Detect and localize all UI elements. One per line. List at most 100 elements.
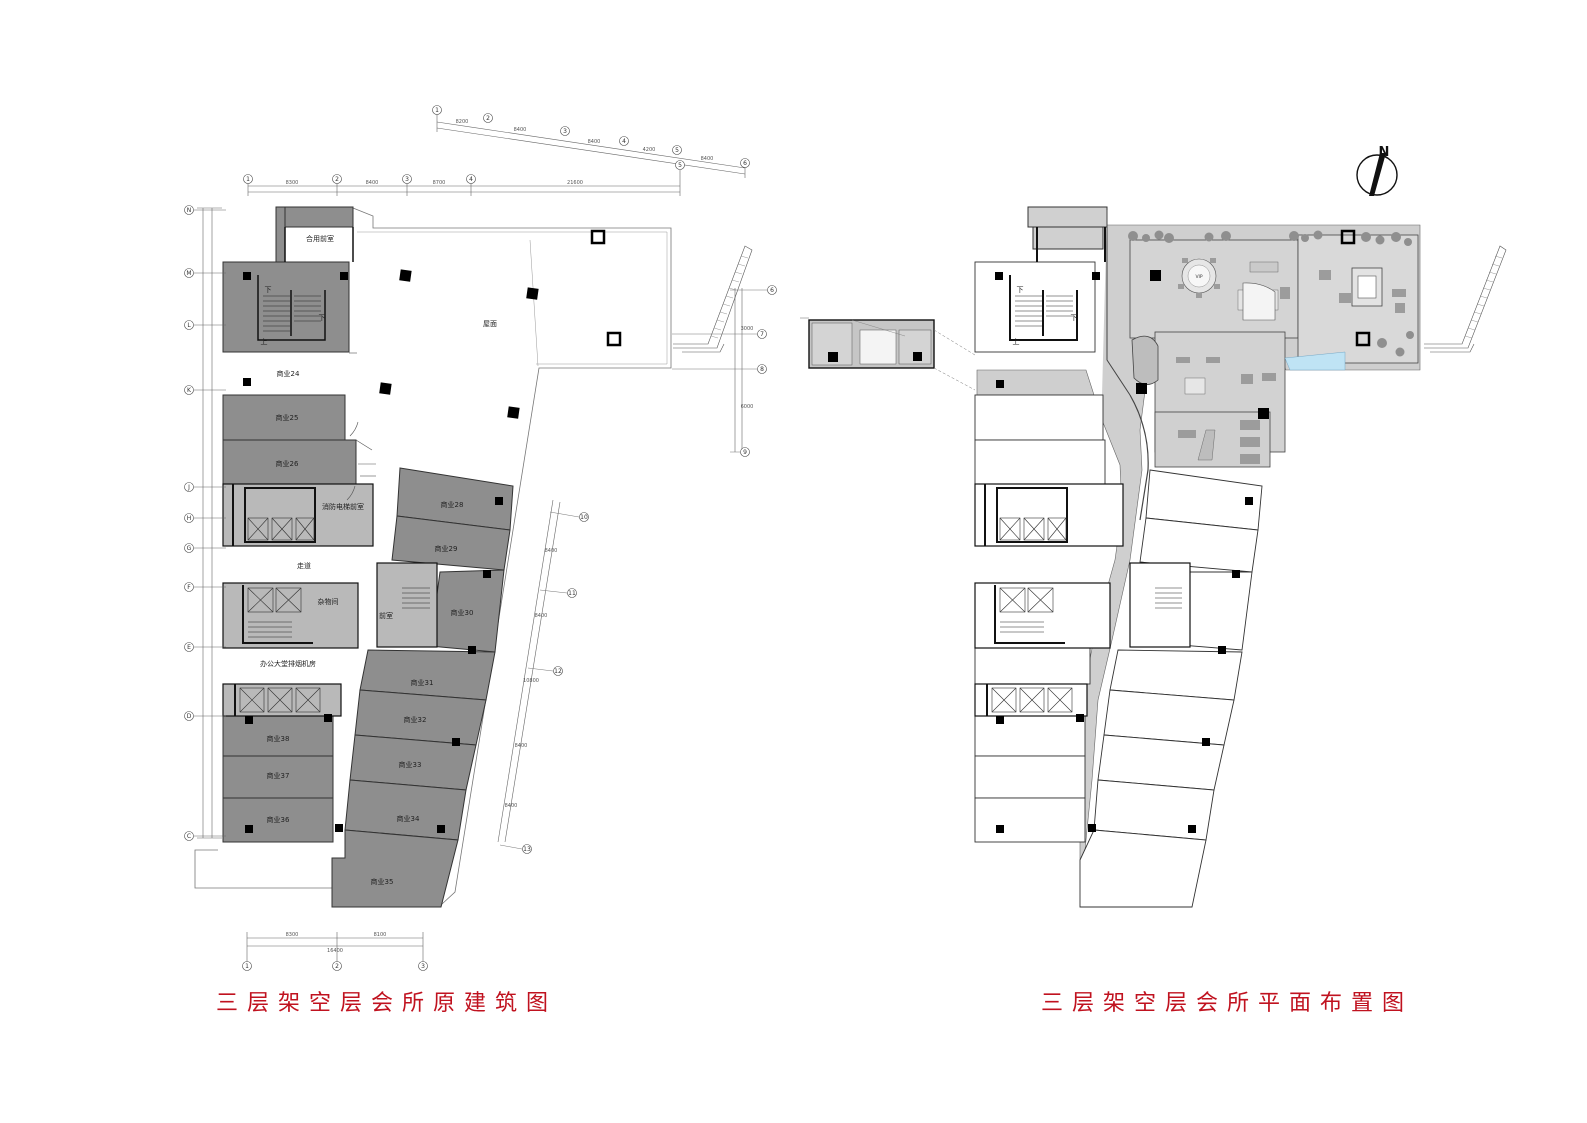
axis-bubble: G [184,543,194,553]
room-label: 前室 [379,611,393,620]
svg-text:1: 1 [246,176,250,183]
svg-text:3000: 3000 [741,326,754,332]
svg-text:8200: 8200 [456,119,469,125]
svg-text:1: 1 [245,963,249,970]
svg-text:8100: 8100 [374,932,387,938]
axis-bubble: 1 [243,174,253,184]
left-right-axis-bubbles: 6 7 8 9 10 11 12 13 [522,285,777,854]
left-hollow-columns [590,229,622,347]
svg-text:8300: 8300 [286,180,299,186]
axis-bubble: H [184,513,194,523]
axis-bubble: L [184,320,194,330]
svg-text:C: C [187,833,191,840]
left-core-blocks [222,483,438,717]
room-label: 商业32 [404,715,427,724]
room-label: 商业36 [267,815,290,824]
svg-text:8400: 8400 [701,156,714,162]
svg-text:G: G [187,545,192,552]
room-label: 商业35 [371,877,394,886]
axis-bubble: K [184,385,194,395]
axis-bubble: M [184,268,194,278]
corridor-curve-edge [1129,394,1149,521]
north-label: N [1379,145,1390,160]
svg-text:5: 5 [675,147,679,154]
left-bottom-dimension-chain [246,932,424,962]
svg-text:10800: 10800 [523,678,539,684]
right-core-walls [984,227,1106,716]
svg-text:4: 4 [469,176,473,183]
svg-text:8400: 8400 [588,139,601,145]
svg-text:2: 2 [486,115,490,122]
right-top-rooms [1027,206,1108,250]
roof-terrace-outline [194,207,672,905]
axis-bubble: 8 [757,364,767,374]
svg-text:3: 3 [563,128,567,135]
left-room-labels: 合用前室 屋面 商业24 商业25 商业26 消防电梯前室 商业28 商业29 … [260,234,497,886]
stair-mark: 下 [1017,286,1024,294]
north-compass: N [1356,145,1398,196]
axis-bubble: 3 [560,126,570,136]
left-right-axis-leaders [499,289,767,850]
room-label: 商业37 [267,771,290,780]
svg-text:8400: 8400 [366,180,379,186]
left-slant-dimension-texts: 8200 8400 8400 4200 8400 [456,119,714,162]
svg-text:11: 11 [568,590,576,597]
exterior-stair [673,245,753,353]
axis-bubble: 9 [740,447,750,457]
svg-text:4200: 4200 [643,147,656,153]
right-core-blocks [974,483,1191,717]
axis-bubble: 1 [242,961,252,971]
room-label: VIP [1195,274,1202,280]
axis-bubble: 2 [332,961,342,971]
right-stair-treads [1000,295,1182,633]
axis-bubble: F [184,582,194,592]
water-feature [1284,351,1346,371]
left-slant-right-dimension-chain [497,288,743,843]
axis-bubble: 6 [740,158,750,168]
axis-bubble: 3 [418,961,428,971]
svg-text:21600: 21600 [567,180,583,186]
right-exterior-stair [1424,245,1507,353]
room-label: 商业24 [277,369,300,378]
vip-round-table: VIP [1181,258,1217,294]
left-top-axis-bubbles: 1 2 3 4 5 [243,160,685,184]
room-label: 杂物间 [318,597,339,606]
svg-text:8400: 8400 [535,613,548,619]
svg-text:8700: 8700 [433,180,446,186]
left-stair-marks: 下 下 上 [261,286,326,346]
room-label: 商业28 [441,500,464,509]
axis-bubble: 2 [332,174,342,184]
svg-text:D: D [187,713,192,720]
left-core-walls [232,484,316,716]
axis-bubble: 5 [672,145,682,155]
room-label: 商业25 [276,413,299,422]
room-label: 商业38 [267,734,290,743]
svg-text:4: 4 [622,138,626,145]
svg-text:3: 3 [405,176,409,183]
svg-text:8300: 8300 [286,932,299,938]
svg-text:H: H [187,515,192,522]
left-slant-dimension-chain [436,112,746,178]
layout-plan: VIP [800,145,1507,908]
svg-text:6: 6 [770,287,774,294]
left-stair-core-walls [257,227,354,341]
svg-text:10: 10 [580,514,588,521]
left-structural-columns [243,269,539,833]
svg-text:12: 12 [554,668,562,675]
room-label: 屋面 [483,320,497,328]
room-label: 商业30 [451,608,474,617]
svg-text:2: 2 [335,176,339,183]
stair-mark: 下 [319,314,326,322]
axis-bubble: 1 [432,105,442,115]
room-label: 办公大堂排烟机房 [260,659,316,668]
room-label: 商业29 [435,544,458,553]
stair-mark: 下 [265,286,272,294]
svg-text:M: M [186,270,191,277]
svg-text:E: E [187,644,191,651]
svg-text:7: 7 [760,331,764,338]
room-label: 商业26 [276,459,299,468]
axis-bubble: C [184,831,194,841]
svg-text:8400: 8400 [505,803,518,809]
axis-bubble: 10 [579,512,589,522]
